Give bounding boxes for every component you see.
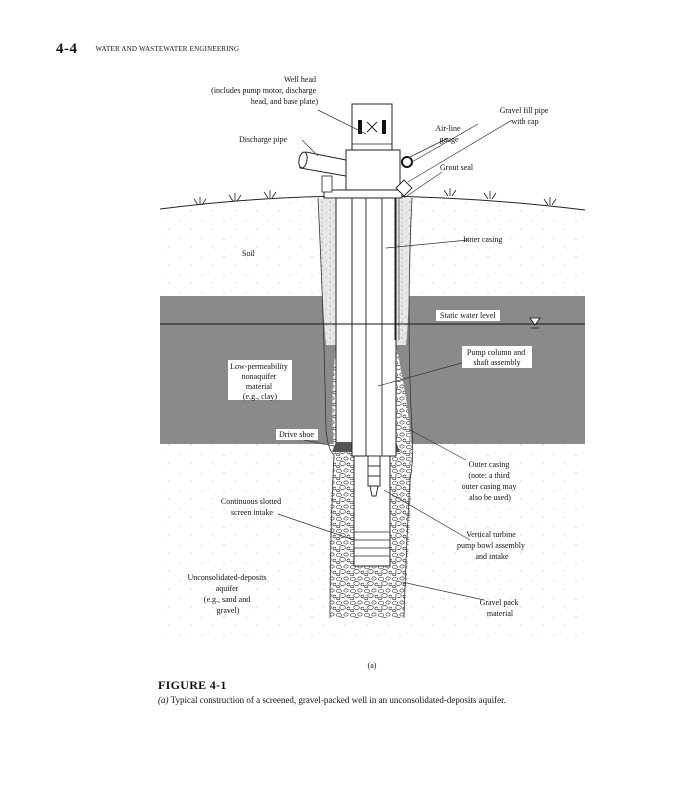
- gravel-fill-pipe-symbol: [395, 179, 413, 197]
- label-pump-column: Pump column and shaft assembly: [467, 348, 527, 367]
- label-bg-pump-column: [462, 346, 532, 368]
- figure-title: FIGURE 4-1: [158, 678, 227, 692]
- label-static-water-level: Static water level: [440, 311, 496, 320]
- panel-letter: (a): [368, 661, 377, 670]
- label-outer-casing: Outer casing (note: a third outer casing…: [462, 460, 519, 502]
- borehole-outline-right: [403, 197, 414, 619]
- label-bg-static-water-level: [436, 310, 500, 321]
- figure-caption: (a) Typical construction of a screened, …: [158, 695, 618, 705]
- grass-tufts: [193, 188, 557, 206]
- pump-column: [365, 185, 383, 457]
- caption-panel: (a): [158, 695, 169, 705]
- pipe-support: [321, 175, 333, 193]
- water-level-symbol: [529, 317, 541, 326]
- motor-window-left: [358, 120, 362, 134]
- label-bg-drive-shoe: [276, 429, 318, 440]
- label-drive-shoe: Drive shoe: [279, 430, 314, 439]
- pump-bowl-assembly: [367, 455, 381, 497]
- base-plate: [323, 189, 403, 199]
- page-header: 4-4 WATER AND WASTEWATER ENGINEERING: [56, 40, 239, 58]
- label-soil: Soil: [242, 249, 256, 258]
- motor-cross: [366, 121, 378, 133]
- label-slotted-screen: Continuous slotted screen intake: [221, 497, 283, 517]
- grout-seal-fill: [318, 198, 336, 345]
- label-bg-low-permeability: [228, 360, 292, 400]
- discharge-pipe-end: [298, 151, 308, 169]
- label-low-permeability: Low-permeability nonaquifer material (e.…: [230, 362, 290, 401]
- screen-slots: [354, 531, 390, 557]
- label-gravel-fill-pipe: Gravel fill pipe with cap: [500, 106, 551, 126]
- label-grout-seal: Grout seal: [440, 163, 474, 172]
- caption-text: Typical construction of a screened, grav…: [168, 695, 506, 705]
- label-inner-casing: Inner casing: [463, 235, 502, 244]
- label-turbine-pump: Vertical turbine pump bowl assembly and …: [457, 530, 527, 561]
- air-line-gauge-symbol: [401, 156, 413, 168]
- grout-seal-fill-right: [396, 198, 412, 345]
- discharge-head: [345, 149, 401, 191]
- label-air-line-gauge: Air-line gauge: [435, 124, 462, 144]
- label-discharge-pipe: Discharge pipe: [239, 135, 288, 144]
- label-gravel-pack: Gravel pack material: [480, 598, 521, 618]
- label-well-head: Well head (includes pump motor, discharg…: [211, 75, 318, 106]
- page-number: 4-4: [56, 41, 78, 57]
- figure-caption-block: FIGURE 4-1 (a) Typical construction of a…: [158, 678, 618, 705]
- borehole-outline: [317, 197, 335, 619]
- label-unconsolidated: Unconsolidated-deposits aquifer (e.g., s…: [187, 573, 268, 615]
- motor-window-right: [382, 120, 386, 134]
- running-title: WATER AND WASTEWATER ENGINEERING: [95, 45, 240, 53]
